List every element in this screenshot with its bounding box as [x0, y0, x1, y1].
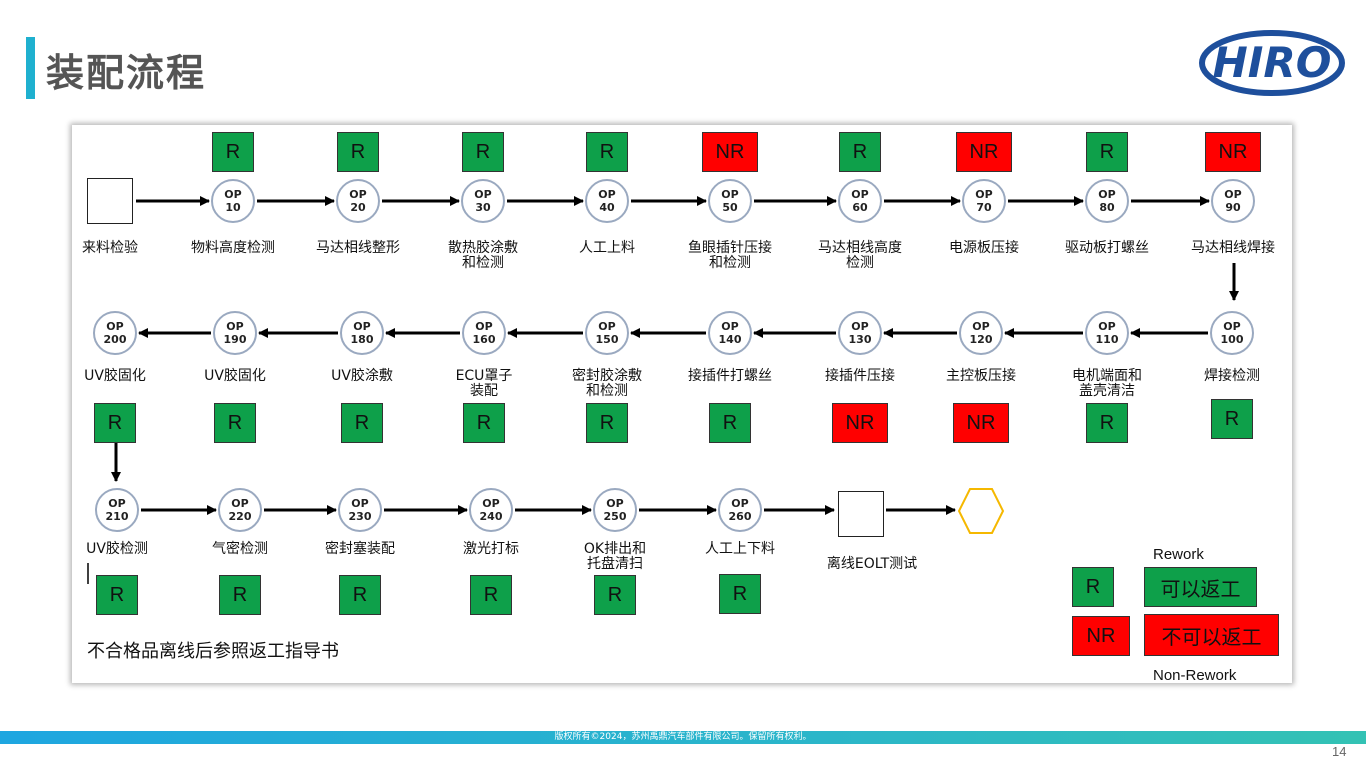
step-label-row3-1: 气密检测: [212, 541, 268, 557]
nr-badge-row2-7: NR: [953, 403, 1009, 443]
nr-badge-row1-4: NR: [702, 132, 758, 172]
step-label-row2-2: UV胶涂敷: [331, 368, 393, 384]
r-badge-row3-3: R: [470, 575, 512, 615]
r-badge-row3-1: R: [219, 575, 261, 615]
r-badge-row2-8: R: [1086, 403, 1128, 443]
step-label-row3-4: OK排出和 托盘清扫: [583, 541, 647, 572]
step-label-row2-3: ECU罩子 装配: [455, 368, 513, 399]
r-badge-row1-1: R: [337, 132, 379, 172]
r-badge-row3-5: R: [719, 574, 761, 614]
legend-rework-text: 可以返工: [1144, 567, 1257, 607]
legend-non-rework-title: Non-Rework: [1153, 667, 1237, 684]
flow-arrows: [87, 196, 1239, 584]
r-badge-row2-4: R: [586, 403, 628, 443]
step-label-row2-7: 主控板压接: [946, 368, 1016, 384]
label-incoming-inspection: 来料检验: [82, 240, 138, 256]
r-badge-row1-3: R: [586, 132, 628, 172]
r-badge-row1-2: R: [462, 132, 504, 172]
label-eolt-test: 离线EOLT测试: [826, 556, 918, 572]
footer-bar: 版权所有©2024，苏州禹鼎汽车部件有限公司。保留所有权利。: [0, 731, 1366, 744]
step-label-row1-7: 驱动板打螺丝: [1065, 240, 1149, 256]
step-label-row2-5: 接插件打螺丝: [688, 368, 772, 384]
r-badge-row1-5: R: [839, 132, 881, 172]
nr-badge-row1-8: NR: [1205, 132, 1261, 172]
end-hexagon: [957, 488, 1005, 534]
r-badge-row3-2: R: [339, 575, 381, 615]
step-label-row1-5: 马达相线高度 检测: [818, 240, 902, 271]
r-badge-row2-5: R: [709, 403, 751, 443]
nr-badge-row1-6: NR: [956, 132, 1012, 172]
title-accent-bar: [26, 37, 35, 99]
rework-guide-note: 不合格品离线后参照返工指导书: [87, 641, 339, 662]
r-badge-row2-1: R: [214, 403, 256, 443]
start-box-incoming-inspection: [87, 178, 133, 224]
step-label-row1-2: 散热胶涂敷 和检测: [448, 240, 518, 271]
step-label-row2-0: UV胶固化: [84, 368, 146, 384]
legend-r-badge: R: [1072, 567, 1114, 607]
logo-text: HIRO: [1213, 38, 1332, 87]
legend-non-rework-text: 不可以返工: [1144, 614, 1279, 656]
nr-badge-row2-6: NR: [832, 403, 888, 443]
r-badge-row1-7: R: [1086, 132, 1128, 172]
r-badge-row2-2: R: [341, 403, 383, 443]
page-title: 装配流程: [46, 51, 207, 95]
step-label-row1-8: 马达相线焊接: [1191, 240, 1275, 256]
step-label-row1-1: 马达相线整形: [316, 240, 400, 256]
r-badge-row2-0: R: [94, 403, 136, 443]
copyright-text: 版权所有©2024，苏州禹鼎汽车部件有限公司。保留所有权利。: [554, 732, 812, 742]
step-label-row3-3: 激光打标: [463, 541, 519, 557]
step-label-row1-4: 鱼眼插针压接 和检测: [688, 240, 772, 271]
r-badge-row2-3: R: [463, 403, 505, 443]
step-label-row2-4: 密封胶涂敷 和检测: [572, 368, 642, 399]
step-label-row2-1: UV胶固化: [204, 368, 266, 384]
r-badge-row2-9: R: [1211, 399, 1253, 439]
step-label-row2-6: 接插件压接: [825, 368, 895, 384]
page-number: 14: [1332, 744, 1347, 759]
step-label-row3-2: 密封塞装配: [325, 541, 395, 557]
step-label-row2-9: 焊接检测: [1204, 368, 1260, 384]
r-badge-row1-0: R: [212, 132, 254, 172]
legend-nr-badge: NR: [1072, 616, 1130, 656]
step-label-row3-5: 人工上下料: [705, 541, 775, 557]
step-label-row1-6: 电源板压接: [949, 240, 1019, 256]
r-badge-row3-0: R: [96, 575, 138, 615]
step-label-row3-0: UV胶检测: [86, 541, 148, 557]
eolt-test-box: [838, 491, 884, 537]
legend-rework-title: Rework: [1153, 546, 1204, 563]
step-label-row1-3: 人工上料: [579, 240, 635, 256]
step-label-row2-8: 电机端面和 盖壳清洁: [1072, 368, 1142, 399]
r-badge-row3-4: R: [594, 575, 636, 615]
hiro-logo: HIRO: [1199, 30, 1345, 96]
step-label-row1-0: 物料高度检测: [191, 240, 275, 256]
